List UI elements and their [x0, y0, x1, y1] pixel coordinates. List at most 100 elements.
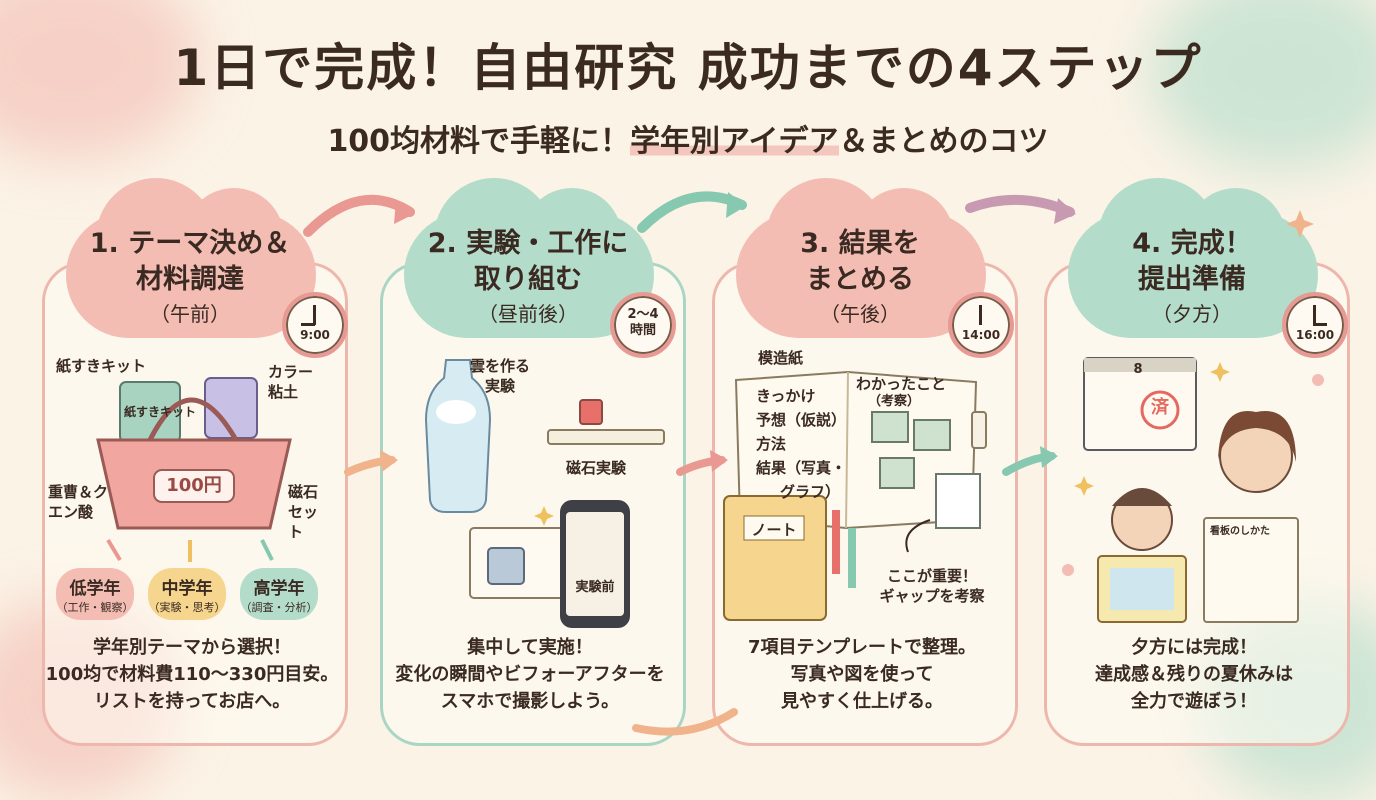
- notebook-label: ノート: [751, 521, 797, 539]
- desc-line: 7項目テンプレートで整理。: [748, 637, 976, 658]
- poster-item: きっかけ: [756, 387, 816, 405]
- clock-time: 16:00: [1295, 328, 1335, 342]
- kit-box-label: 紙すきキット: [124, 405, 197, 419]
- step3-description: 7項目テンプレートで整理。 写真や図を使って 見やすく仕上げる。: [712, 634, 1012, 715]
- poster-item: 方法: [756, 435, 787, 453]
- pencil-icon: [832, 510, 840, 574]
- curved-arrow-icon: [905, 519, 931, 553]
- flower-icon: [1062, 564, 1074, 576]
- clay-box-icon: [204, 377, 258, 439]
- step1-title-line2: 材料調達: [136, 264, 244, 295]
- desc-line: 変化の瞬間やビフォーアフターを: [395, 664, 665, 685]
- calendar-date: 8: [1133, 362, 1143, 377]
- phone-label: 実験前: [575, 580, 615, 595]
- photo-icon: [871, 411, 909, 443]
- basket-handle-icon: [147, 397, 239, 442]
- notebook-icon: [723, 495, 827, 621]
- sparkle-icon: [534, 506, 554, 526]
- step3-title-cloud: [736, 178, 986, 338]
- step1-title: 1. テーマ決め＆ 材料調達: [60, 226, 320, 298]
- cloud-experiment-label: 雲を作る実験: [470, 357, 531, 395]
- arrow-icon: [965, 194, 1075, 217]
- grade-note: （工作・観察）: [56, 601, 134, 614]
- step3-time: （午後）: [820, 302, 900, 326]
- can-icon: [487, 547, 525, 585]
- stamp-circle-icon: [1140, 390, 1180, 430]
- poster-paper-label: 模造紙: [758, 349, 804, 367]
- done-stamp: 済: [1151, 397, 1169, 418]
- desc-line: 写真や図を使って: [790, 664, 934, 685]
- poster-right-heading: わかったこと: [856, 375, 947, 393]
- page-title: 1日で完成！自由研究 成功までの4ステップ: [173, 39, 1203, 97]
- arrow-head-icon: [1054, 198, 1076, 224]
- step3-title: 3. 結果を まとめる: [730, 226, 990, 298]
- desc-line: 100均で材料費110〜330円目安。: [45, 664, 339, 685]
- grade-name: 低学年: [69, 579, 121, 599]
- important-note-line1: ここが重要！: [886, 567, 977, 585]
- sparkle-icon: [1286, 210, 1314, 238]
- arrow-head-icon: [710, 450, 728, 472]
- glue-icon: [971, 411, 987, 449]
- magnet-icon: [579, 399, 603, 425]
- step3-title-line1: 3. 結果を: [800, 228, 920, 259]
- subtitle-tail: ＆まとめのコツ: [838, 124, 1049, 159]
- photo-icon: [913, 419, 951, 451]
- sparkle-icon: [1074, 476, 1094, 496]
- poster-item: グラフ）: [780, 483, 841, 501]
- step1-title-cloud: [66, 178, 316, 338]
- sparkle-icon: [1210, 362, 1230, 382]
- price-tag-icon: [153, 469, 235, 503]
- grade-name: 高学年: [253, 579, 305, 599]
- step4-title: 4. 完成！ 提出準備: [1062, 226, 1322, 298]
- report-sheet-icon: [1203, 517, 1299, 623]
- desc-line: 学年別テーマから選択！: [93, 637, 291, 658]
- stopwatch-icon: 2〜4 時間: [610, 292, 676, 358]
- report-sheet-label: 看板のしかた: [1210, 526, 1270, 537]
- flower-icon: [1312, 374, 1324, 386]
- subtitle-lead: 100均材料で手軽に！: [327, 124, 631, 159]
- up-arrow-icon: [260, 539, 274, 561]
- pencil-icon: [848, 528, 856, 588]
- step4-title-line2: 提出準備: [1138, 264, 1246, 295]
- poster-item: 結果（写真・: [756, 459, 847, 477]
- poster-left-list: きっかけ 予想（仮説） 方法 結果（写真・ グラフ）: [756, 384, 846, 504]
- step2-description: 集中して実施！ 変化の瞬間やビフォーアフターを スマホで撮影しよう。: [380, 634, 680, 715]
- arrow-head-icon: [726, 192, 746, 218]
- step3-title-line2: まとめる: [806, 264, 914, 295]
- step2-title: 2. 実験・工作に 取り組む: [398, 226, 658, 298]
- stopwatch-line1: 2〜4: [627, 307, 659, 322]
- step4-time: （夕方）: [1152, 302, 1232, 326]
- arrow-icon: [632, 708, 738, 736]
- step4-title-cloud: [1068, 178, 1318, 338]
- desc-line: 全力で遊ぼう！: [1131, 691, 1257, 712]
- up-arrow-icon: [106, 538, 122, 562]
- poster-right-sub: （考察）: [868, 394, 921, 409]
- photo-icon: [879, 457, 915, 489]
- clock-time: 14:00: [961, 328, 1001, 342]
- price-label: 100円: [166, 475, 222, 496]
- desc-line: 見やすく仕上げる。: [781, 691, 943, 712]
- step2-title-line2: 取り組む: [474, 264, 582, 295]
- clay-label: カラー粘土: [268, 363, 314, 401]
- desc-line: 達成感＆残りの夏休みは: [1095, 664, 1293, 685]
- grade-note: （実験・思考）: [148, 601, 226, 614]
- grade-badge-high: 高学年 （調査・分析）: [240, 568, 318, 620]
- illustrations: [96, 191, 1324, 736]
- polaroid-icon: [935, 473, 981, 529]
- step1-title-line1: 1. テーマ決め＆: [89, 228, 291, 259]
- desc-line: リストを持ってお店へ。: [93, 691, 291, 712]
- magnet-set-label: 磁石セット: [288, 483, 319, 541]
- poster-item: 予想（仮説）: [756, 411, 847, 429]
- stopwatch-text: 2〜4 時間: [614, 307, 672, 339]
- arrow-head-icon: [1040, 446, 1058, 468]
- desc-line: スマホで撮影しよう。: [440, 691, 620, 712]
- bottle-icon: [424, 359, 492, 513]
- phone-screen: [566, 512, 624, 616]
- stopwatch-line2: 時間: [629, 323, 656, 338]
- desc-line: 集中して実施！: [467, 637, 593, 658]
- clock-icon: 16:00: [1282, 292, 1348, 358]
- step4-description: 夕方には完成！ 達成感＆残りの夏休みは 全力で遊ぼう！: [1044, 634, 1344, 715]
- important-note: ここが重要！ ギャップを考察: [872, 566, 992, 606]
- page-subtitle: 100均材料で手軽に！学年別アイデア＆まとめのコツ: [0, 116, 1376, 160]
- step2-time: （昼前後）: [478, 302, 578, 326]
